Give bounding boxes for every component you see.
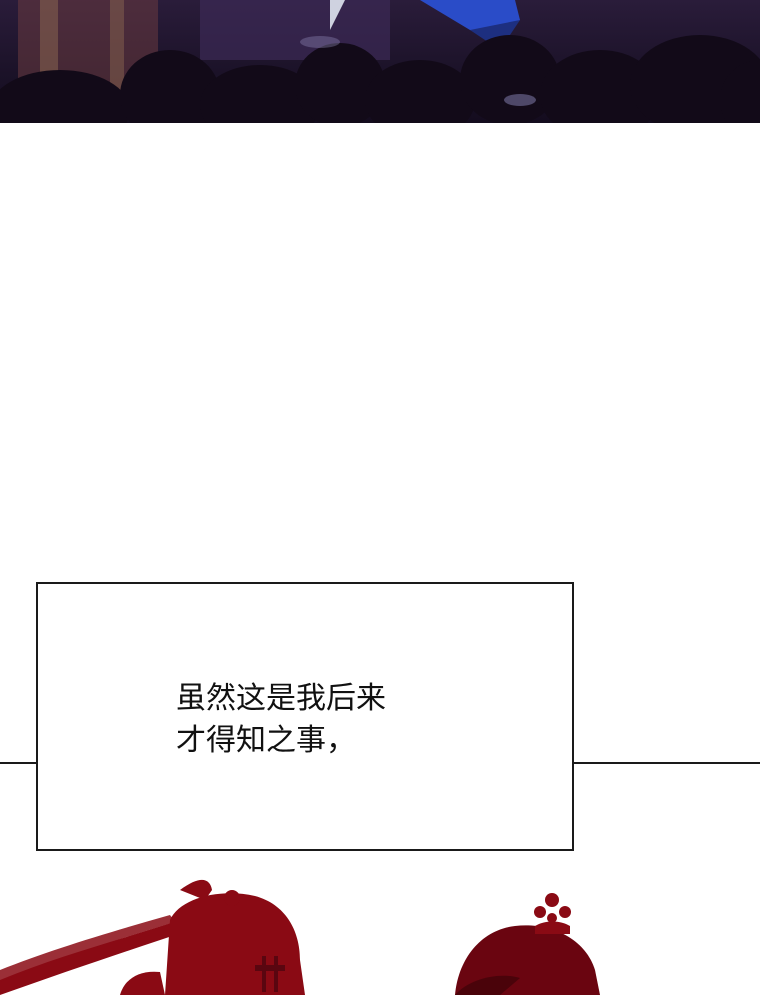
divider-line-left <box>0 762 37 764</box>
knight-and-noble-silhouette-art <box>0 879 600 995</box>
narration-caption-box: 虽然这是我后来 才得知之事， <box>36 582 574 851</box>
narration-text: 虽然这是我后来 才得知之事， <box>176 678 386 762</box>
comic-panel-silhouettes <box>0 860 760 995</box>
narration-line-2: 才得知之事， <box>176 723 356 758</box>
narration-line-1: 虽然这是我后来 <box>176 681 386 716</box>
comic-panel-crowd <box>0 0 760 123</box>
divider-line-right <box>574 762 760 764</box>
crowd-silhouette-art <box>0 0 760 123</box>
